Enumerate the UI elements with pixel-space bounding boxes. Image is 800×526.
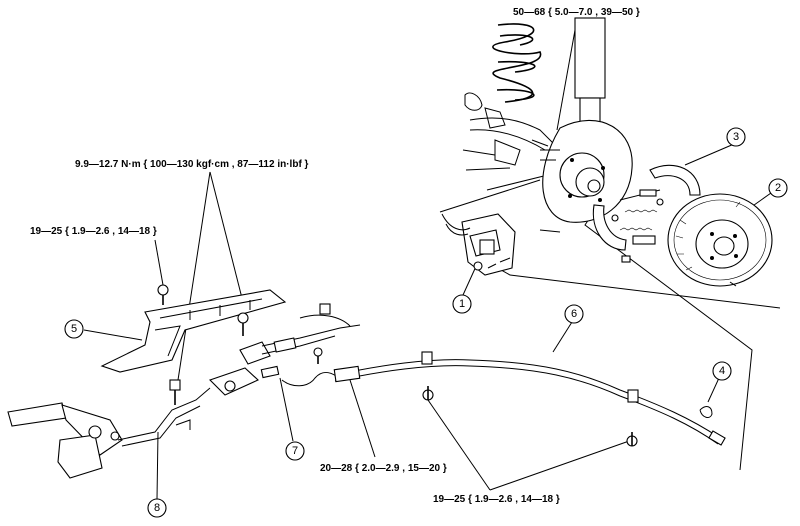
svg-text:4: 4 bbox=[719, 365, 725, 377]
torque-label-lever-bolts: 9.9—12.7 N·m { 100—130 kgf·cm , 87—112 i… bbox=[75, 159, 309, 170]
torque-label-cable-rear: 19—25 { 1.9—2.6 , 14—18 } bbox=[433, 494, 560, 505]
torque-label-bracket-bolt: 19—25 { 1.9—2.6 , 14—18 } bbox=[30, 226, 157, 237]
rear-brake-cable bbox=[333, 351, 726, 447]
parking-brake-shoes bbox=[592, 164, 701, 263]
svg-text:2: 2 bbox=[775, 182, 781, 194]
svg-text:7: 7 bbox=[292, 445, 298, 457]
callout-1: 1 bbox=[452, 294, 472, 314]
brake-rotor bbox=[667, 193, 773, 287]
cable-equalizer bbox=[208, 303, 361, 396]
callout-2: 2 bbox=[768, 178, 788, 198]
callout-4: 4 bbox=[712, 361, 732, 381]
parking-brake-lever bbox=[7, 379, 211, 479]
callout-5: 5 bbox=[64, 319, 84, 339]
torque-label-rear-hub: 50—68 { 5.0—7.0 , 39—50 } bbox=[513, 7, 640, 18]
svg-text:6: 6 bbox=[571, 308, 577, 320]
rear-hub-knuckle bbox=[531, 119, 633, 223]
callout-3: 3 bbox=[726, 127, 746, 147]
callout-6: 6 bbox=[564, 304, 584, 324]
svg-text:8: 8 bbox=[154, 502, 160, 514]
callout-7: 7 bbox=[285, 441, 305, 461]
leader-lines bbox=[83, 18, 772, 500]
lever-bracket bbox=[100, 284, 287, 373]
svg-text:3: 3 bbox=[733, 131, 739, 143]
callout-8: 8 bbox=[147, 498, 167, 518]
brake-caliper bbox=[441, 213, 516, 276]
svg-text:1: 1 bbox=[459, 298, 465, 310]
svg-text:5: 5 bbox=[71, 323, 77, 335]
rear-suspension bbox=[462, 17, 606, 171]
torque-label-cable-front: 20—28 { 2.0—2.9 , 15—20 } bbox=[320, 463, 447, 474]
